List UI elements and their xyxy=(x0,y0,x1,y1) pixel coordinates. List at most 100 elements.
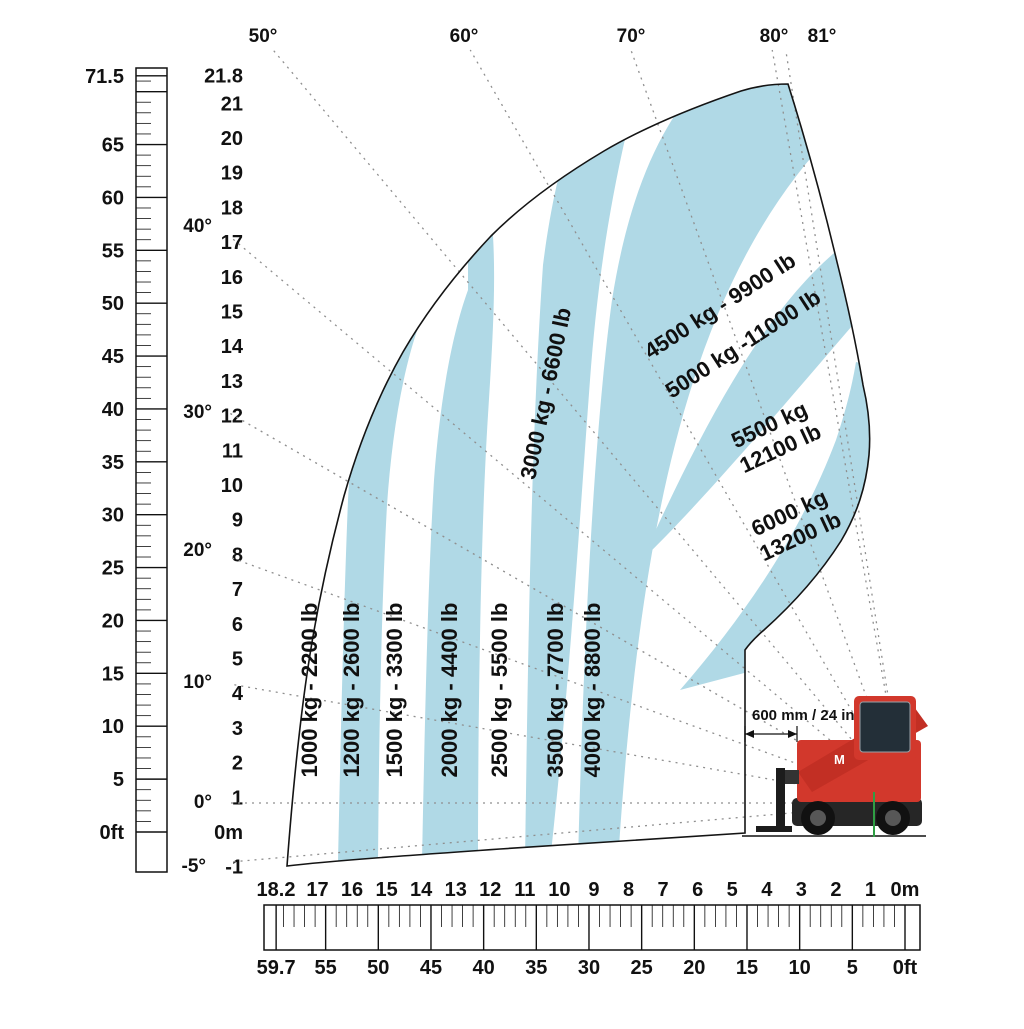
boom-angle-label: 70° xyxy=(617,26,646,47)
left-m-tick-label: 3 xyxy=(232,718,243,740)
bottom-ft-tick-label: 15 xyxy=(736,957,758,979)
left-ft-tick-label: 30 xyxy=(102,505,124,527)
left-m-tick-label: 15 xyxy=(221,302,243,324)
left-ft-tick-label: 60 xyxy=(102,187,124,209)
left-ft-tick-label: 55 xyxy=(102,240,124,262)
left-m-tick-label: 1 xyxy=(232,787,243,809)
bottom-m-tick-label: 0m xyxy=(891,879,920,901)
bottom-m-tick-label: 3 xyxy=(796,879,807,901)
left-ruler-frame xyxy=(135,67,168,873)
band-3000kg xyxy=(525,126,628,862)
band-2000kg xyxy=(422,222,495,862)
dimension-label: 600 mm / 24 in xyxy=(752,707,855,724)
bottom-m-tick-label: 10 xyxy=(548,879,570,901)
left-m-tick-label: 13 xyxy=(221,371,243,393)
bottom-m-tick-label: 13 xyxy=(445,879,467,901)
bottom-ft-tick-label: 50 xyxy=(367,957,389,979)
capacity-label: 1000 kg - 2200 lb xyxy=(297,603,322,778)
left-m-tick-label: -1 xyxy=(225,857,243,879)
axis-labels: 71.565605550454035302520151050ft21.82120… xyxy=(85,26,919,979)
bottom-ft-tick-label: 35 xyxy=(525,957,547,979)
left-m-tick-label: 20 xyxy=(221,128,243,150)
wheel-rear-hub xyxy=(885,810,901,826)
boom-angle-line xyxy=(771,49,906,804)
capacity-label: 4000 kg - 8800 lb xyxy=(580,603,605,778)
boom-angle-line xyxy=(272,49,906,804)
left-ft-tick-label: 65 xyxy=(102,135,124,157)
left-ft-tick-label: 45 xyxy=(102,346,124,368)
bottom-ruler xyxy=(263,904,921,951)
bottom-m-tick-label: 16 xyxy=(341,879,363,901)
left-m-tick-label: 16 xyxy=(221,267,243,289)
left-m-tick-label: 11 xyxy=(222,440,243,462)
bottom-m-tick-label: 14 xyxy=(410,879,433,901)
capacity-label: 1500 kg - 3300 lb xyxy=(382,603,407,778)
telehandler-machine: M xyxy=(742,696,928,837)
bottom-ft-tick-label: 10 xyxy=(789,957,811,979)
arrow-right-icon xyxy=(788,730,797,738)
boom-angle-label: 20° xyxy=(183,540,212,561)
left-m-tick-label: 5 xyxy=(232,649,243,671)
left-m-tick-label: 21.8 xyxy=(204,66,243,88)
bottom-ruler-frame xyxy=(263,904,921,951)
cab-window xyxy=(859,701,911,753)
left-m-tick-label: 6 xyxy=(232,614,243,636)
left-ft-tick-label: 15 xyxy=(102,663,124,685)
boom-angle-label: -5° xyxy=(182,856,207,877)
boom-angle-label: 60° xyxy=(450,26,479,47)
left-ft-tick-label: 35 xyxy=(102,452,124,474)
boom-angle-line xyxy=(630,49,906,804)
bottom-m-tick-label: 2 xyxy=(830,879,841,901)
bottom-m-tick-label: 6 xyxy=(692,879,703,901)
wheel-front-hub xyxy=(810,810,826,826)
bottom-m-tick-label: 9 xyxy=(588,879,599,901)
bottom-m-tick-label: 8 xyxy=(623,879,634,901)
left-m-tick-label: 7 xyxy=(232,579,243,601)
boom-angle-label: 81° xyxy=(808,26,837,47)
left-ft-tick-label: 20 xyxy=(102,610,124,632)
left-ft-tick-label: 5 xyxy=(113,769,124,791)
left-m-tick-label: 4 xyxy=(232,683,244,705)
capacity-label: 3500 kg - 7700 lb xyxy=(543,603,568,778)
left-ft-tick-label: 50 xyxy=(102,293,124,315)
capacity-label: 5500 kg12100 lb xyxy=(725,395,825,478)
left-m-tick-label: 19 xyxy=(221,163,243,185)
boom-angle-label: 40° xyxy=(183,216,212,237)
left-m-tick-label: 10 xyxy=(221,475,243,497)
bottom-ft-tick-label: 25 xyxy=(631,957,653,979)
boom-angle-label: 10° xyxy=(183,672,212,693)
bottom-m-tick-label: 4 xyxy=(761,879,773,901)
band-5000kg xyxy=(642,248,864,560)
band-4000kg xyxy=(578,84,836,862)
capacity-label: 1200 kg - 2600 lb xyxy=(339,603,364,778)
bottom-m-tick-label: 15 xyxy=(375,879,397,901)
bottom-ft-tick-label: 5 xyxy=(847,957,858,979)
bottom-m-tick-label: 12 xyxy=(479,879,501,901)
boom-angle-label: 30° xyxy=(183,402,212,423)
left-ft-tick-label: 10 xyxy=(102,716,124,738)
left-ft-tick-label: 25 xyxy=(102,558,124,580)
left-m-tick-label: 18 xyxy=(221,197,243,219)
left-m-tick-label: 8 xyxy=(232,544,243,566)
left-ft-tick-label: 71.5 xyxy=(85,66,124,88)
left-ft-tick-label: 0ft xyxy=(100,822,125,844)
left-m-tick-label: 2 xyxy=(232,753,243,775)
capacity-label: 2500 kg - 5500 lb xyxy=(487,603,512,778)
left-m-tick-label: 12 xyxy=(221,406,243,428)
left-m-tick-label: 14 xyxy=(221,336,244,358)
left-ft-tick-label: 40 xyxy=(102,399,124,421)
bottom-ft-tick-label: 55 xyxy=(315,957,337,979)
bottom-m-tick-label: 17 xyxy=(306,879,328,901)
left-m-tick-label: 9 xyxy=(232,510,243,532)
capacity-label: 2000 kg - 4400 lb xyxy=(437,603,462,778)
boom-angle-line xyxy=(469,49,906,804)
bottom-m-tick-label: 11 xyxy=(514,879,535,901)
bottom-m-tick-label: 18.2 xyxy=(257,879,296,901)
bottom-ft-tick-label: 59.7 xyxy=(257,957,296,979)
boom-angle-label: 50° xyxy=(249,26,278,47)
bottom-m-tick-label: 7 xyxy=(658,879,669,901)
bottom-ft-tick-label: 0ft xyxy=(893,957,918,979)
bottom-ft-tick-label: 45 xyxy=(420,957,442,979)
left-m-tick-label: 21 xyxy=(221,93,243,115)
